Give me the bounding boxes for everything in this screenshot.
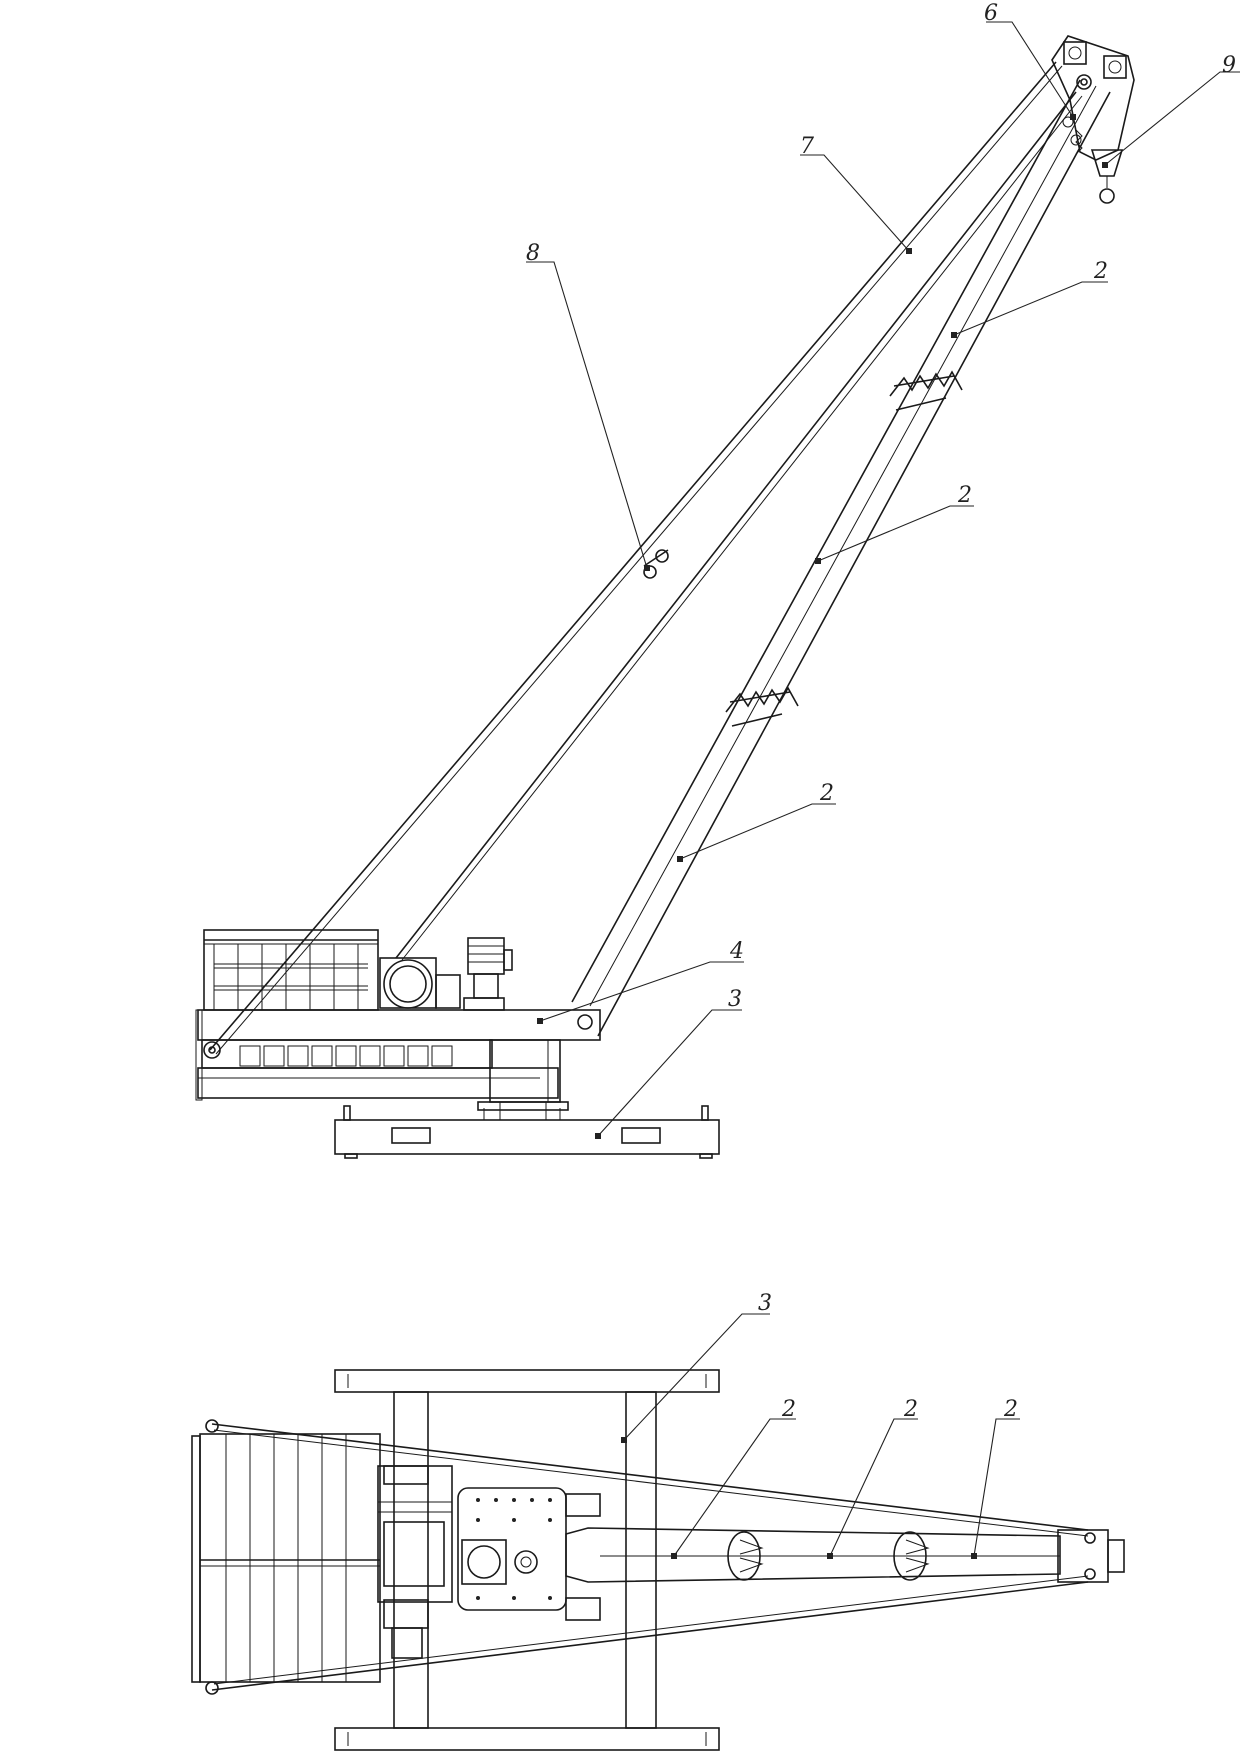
rear-pivot (203, 1041, 221, 1059)
callout-4: 4 (729, 939, 744, 964)
plan-winch (377, 1465, 453, 1659)
plan-callout-2-middle: 2 (903, 1397, 918, 1422)
callout-2-lower: 2 (819, 781, 834, 806)
plan-callout-2-left: 2 (781, 1397, 796, 1422)
callout-2-middle: 2 (957, 483, 972, 508)
pendant-link (643, 549, 669, 579)
callout-2-upper: 2 (1093, 259, 1108, 284)
plan-view: 3 2 2 2 (191, 1291, 1125, 1751)
plan-callout-2-right: 2 (1003, 1397, 1018, 1422)
plan-base-frame (334, 1369, 720, 1751)
counterweight-lower-blocks (239, 1045, 453, 1067)
plan-slewing-platform (457, 1487, 601, 1621)
hoist-motor (463, 937, 513, 1011)
boom-splice-lower (725, 686, 799, 727)
counterweight-cage (203, 929, 379, 1011)
plan-counterweight (191, 1433, 381, 1683)
winch-drum (379, 957, 461, 1009)
boom-splice-upper (889, 370, 963, 411)
callout-3: 3 (728, 987, 742, 1012)
callout-8: 8 (526, 241, 540, 266)
side-view: 6 9 7 8 2 2 2 4 3 (195, 1, 1240, 1159)
callout-7: 7 (800, 134, 814, 159)
callout-6: 6 (984, 1, 998, 26)
plan-boom (565, 1527, 1125, 1583)
boom-head (1051, 35, 1135, 204)
base-frame (334, 1101, 720, 1159)
upper-frame (195, 1009, 601, 1103)
callout-9: 9 (1222, 53, 1236, 78)
plan-callout-3: 3 (758, 1291, 772, 1316)
